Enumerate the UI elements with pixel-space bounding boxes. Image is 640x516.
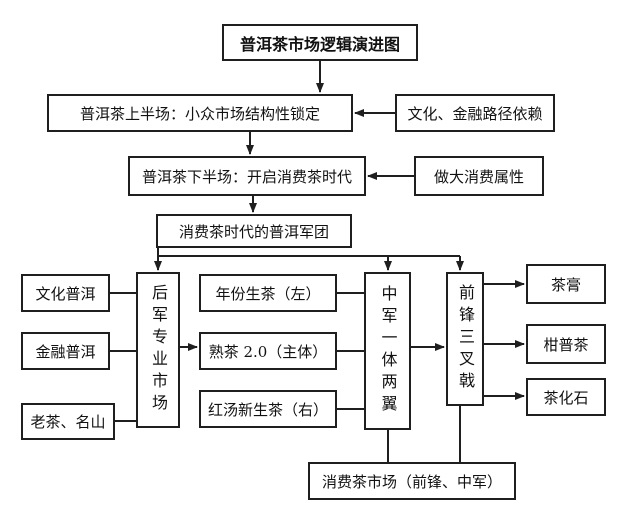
path-dependence-box: 文化、金融路径依赖 (395, 94, 555, 132)
legion-box: 消费茶时代的普洱军团 (156, 214, 352, 248)
ripe-tea-box: 熟茶 2.0（主体） (199, 332, 337, 370)
first-half-box: 普洱茶上半场：小众市场结构性锁定 (47, 94, 353, 132)
tea-fossil-box: 茶化石 (526, 378, 606, 416)
mass-consumption-box: 做大消费属性 (414, 156, 544, 196)
diagram-title: 普洱茶市场逻辑演进图 (222, 24, 418, 61)
consumer-market-box: 消费茶市场（前锋、中军） (308, 462, 516, 500)
vintage-raw-box: 年份生茶（左） (199, 274, 337, 312)
citrus-puer-box: 柑普茶 (526, 324, 606, 364)
vanguard-box: 前锋三叉戟 (446, 272, 484, 406)
rear-army-box: 后军专业市场 (136, 272, 180, 428)
second-half-box: 普洱茶下半场：开启消费茶时代 (128, 156, 366, 196)
old-tea-mountains-box: 老茶、名山 (21, 403, 115, 440)
central-army-box: 中军一体两翼 (364, 272, 411, 430)
financial-puer-box: 金融普洱 (21, 332, 110, 370)
red-broth-raw-box: 红汤新生茶（右） (199, 390, 337, 428)
tea-paste-box: 茶膏 (526, 264, 606, 304)
cultural-puer-box: 文化普洱 (21, 274, 110, 312)
